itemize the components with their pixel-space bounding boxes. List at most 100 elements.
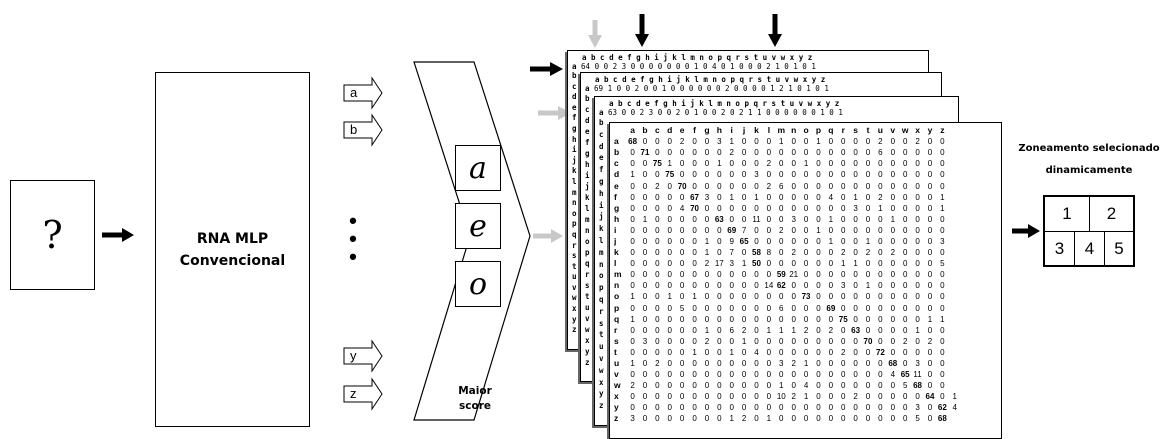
- matrix-cell: 0: [878, 236, 883, 246]
- matrix-cell: 0: [803, 259, 809, 269]
- matrix-corner: [614, 125, 626, 136]
- matrix-cell: 0: [729, 303, 734, 313]
- matrix-cell: 0: [630, 303, 635, 313]
- matrix-cell: 0: [878, 292, 883, 302]
- matrix-cell: 0: [779, 170, 784, 180]
- output-arrow-y: [343, 339, 383, 373]
- matrix-cell: 0: [692, 403, 697, 413]
- matrix-cell: 0: [779, 236, 784, 246]
- matrix-cell: 0: [655, 259, 660, 269]
- matrix-cell: 0: [779, 203, 784, 213]
- matrix-cell: 0: [717, 325, 722, 335]
- matrix-cell: 3: [729, 259, 734, 269]
- matrix-cell: 0: [878, 403, 883, 413]
- matrix-cell: 0: [841, 392, 846, 402]
- matrix-cell: 0: [828, 314, 834, 324]
- max-score-label-line1: Maior: [458, 385, 492, 397]
- matrix-cell: 0: [655, 292, 660, 302]
- output-label-a: a: [350, 85, 358, 100]
- matrix-cell: 0: [655, 192, 660, 202]
- matrix-cell: 0: [704, 381, 710, 391]
- matrix-cell: 0: [704, 292, 710, 302]
- matrix-cell: 0: [915, 347, 920, 357]
- matrix-cell: 0: [940, 137, 945, 147]
- matrix-cell: 0: [766, 236, 772, 246]
- matrix-column-header: q: [828, 125, 834, 136]
- matrix-cell: 0: [865, 392, 871, 402]
- matrix-cell: 0: [692, 392, 697, 402]
- matrix-cell: 1: [729, 414, 734, 424]
- matrix-cell: 0: [667, 192, 672, 202]
- matrix-cell: 0: [828, 170, 834, 180]
- matrix-cell: 69: [727, 225, 737, 235]
- matrix-cell: 0: [667, 381, 672, 391]
- matrix-cell: 1: [865, 281, 871, 291]
- matrix-cell: 0: [878, 248, 883, 258]
- matrix-row-label: y: [614, 402, 619, 413]
- matrix-cell: 0: [741, 303, 747, 313]
- matrix-column-header: x: [915, 125, 920, 136]
- matrix-cell: 0: [717, 414, 722, 424]
- matrix-cell: 0: [902, 281, 908, 291]
- matrix-cell: 1: [630, 359, 635, 369]
- matrix-cell: 0: [902, 314, 908, 324]
- matrix-cell: 11: [752, 214, 761, 224]
- matrix-cell: 0: [865, 314, 871, 324]
- matrix-cell: 0: [940, 214, 945, 224]
- matrix-cell: 0: [717, 192, 722, 202]
- matrix-row-label: u: [614, 358, 620, 369]
- matrix-cell: 0: [865, 347, 871, 357]
- matrix-cell: 0: [816, 248, 821, 258]
- matrix-cell: 0: [630, 281, 635, 291]
- matrix-cell: 3: [853, 203, 858, 213]
- matrix-cell: 0: [803, 303, 809, 313]
- matrix-cell: 0: [878, 336, 883, 346]
- matrix-cell: 0: [692, 148, 697, 158]
- matrix-cell: 0: [704, 281, 710, 291]
- matrix-cell: 0: [667, 403, 672, 413]
- matrix-cell: 0: [816, 292, 821, 302]
- sheet-e-header: a b c d e f g h i j k l m n o p q r s t …: [595, 75, 826, 84]
- matrix-cell: 0: [754, 203, 759, 213]
- matrix-cell: 0: [766, 170, 772, 180]
- matrix-cell: 1: [667, 159, 672, 169]
- matrix-cell: 0: [853, 314, 858, 324]
- matrix-cell: 0: [655, 270, 660, 280]
- matrix-cell: 0: [803, 225, 809, 235]
- matrix-cell: 2: [630, 381, 635, 391]
- matrix-cell: 0: [717, 370, 722, 380]
- matrix-cell: 0: [779, 259, 784, 269]
- matrix-cell: 0: [679, 347, 685, 357]
- matrix-row-label: q: [614, 313, 620, 324]
- matrix-cell: 0: [779, 414, 784, 424]
- matrix-cell: 71: [640, 148, 650, 158]
- matrix-cell: 0: [692, 259, 697, 269]
- matrix-cell: 0: [915, 270, 920, 280]
- matrix-cell: 11: [913, 370, 922, 380]
- matrix-cell: 0: [890, 236, 896, 246]
- matrix-cell: 68: [628, 137, 638, 147]
- matrix-cell: 0: [741, 292, 747, 302]
- matrix-cell: 0: [816, 281, 821, 291]
- matrix-cell: 0: [841, 381, 846, 391]
- matrix-cell: 0: [704, 203, 710, 213]
- matrix-cell: 0: [828, 248, 834, 258]
- matrix-cell: 0: [927, 325, 933, 335]
- matrix-cell: 0: [841, 203, 846, 213]
- matrix-column-header: l: [767, 125, 771, 136]
- matrix-cell: 0: [865, 159, 871, 169]
- matrix-cell: 68: [888, 359, 898, 369]
- output-arrow-a: [343, 76, 383, 110]
- matrix-cell: 0: [642, 192, 648, 202]
- matrix-cell: 1: [766, 414, 772, 424]
- matrix-cell: 0: [766, 303, 772, 313]
- matrix-cell: 0: [816, 148, 821, 158]
- matrix-cell: 0: [692, 381, 697, 391]
- question-mark: ?: [42, 213, 63, 257]
- matrix-cell: 3: [642, 336, 648, 346]
- matrix-cell: 0: [741, 370, 747, 380]
- matrix-cell: 0: [791, 148, 796, 158]
